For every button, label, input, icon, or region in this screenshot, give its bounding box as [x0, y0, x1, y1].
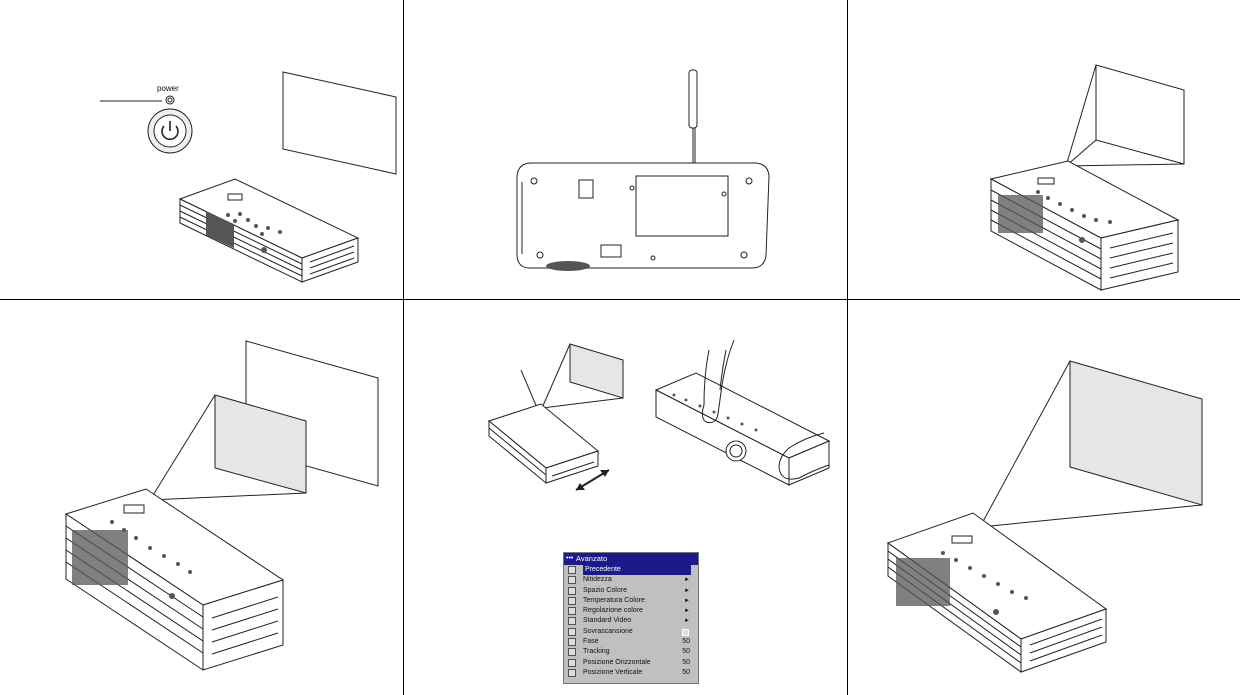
menu-item-label: Temperatura Colore [583, 597, 645, 604]
menu-item-label: Standard Video [583, 617, 631, 624]
menu-item-value: 50 [682, 637, 690, 647]
menu-item[interactable]: Regolazione colore ► [564, 606, 698, 616]
menu-item-value: 50 [682, 668, 690, 678]
menu-item-label: Fase [583, 638, 599, 645]
menu-title-bar: ••• Avanzato [564, 553, 698, 565]
menu-item[interactable]: Spazio Colore ► [564, 586, 698, 596]
tracking-icon [568, 648, 576, 656]
zoom-illustration [0, 300, 404, 695]
menu-title: Avanzato [576, 554, 607, 563]
menu-item[interactable]: Standard Video ► [564, 616, 698, 626]
menu-item-label: Sovrascansione [583, 628, 633, 635]
power-illustration [0, 0, 404, 300]
menu-item[interactable]: Sovrascansione [564, 627, 698, 637]
projector-drawing [180, 179, 358, 282]
menu-item-value: 50 [682, 647, 690, 657]
vertical-position-icon [568, 669, 576, 677]
menu-item-value: 50 [682, 658, 690, 668]
panel-power-on: power [0, 0, 404, 300]
panel-lamp-cover [404, 0, 848, 300]
submenu-arrow-icon: ► [684, 586, 690, 596]
color-adjust-icon [568, 607, 576, 615]
menu-item[interactable]: Tracking 50 [564, 647, 698, 657]
phase-icon [568, 638, 576, 646]
menu-item[interactable]: Precedente [564, 565, 698, 575]
menu-item[interactable]: Posizione Verticale 50 [564, 668, 698, 678]
menu-item-label: Posizione Verticale [583, 669, 642, 676]
submenu-arrow-icon: ► [684, 616, 690, 626]
panel-projection [848, 0, 1240, 300]
sharpness-icon [568, 576, 576, 584]
overscan-icon [568, 628, 576, 636]
power-label: power [157, 84, 179, 93]
panel-keystone [848, 300, 1240, 695]
submenu-arrow-icon: ► [684, 575, 690, 585]
menu-item-label: Nitidezza [583, 576, 612, 583]
menu-item[interactable]: Temperatura Colore ► [564, 596, 698, 606]
horizontal-position-icon [568, 659, 576, 667]
menu-item[interactable]: Nitidezza ► [564, 575, 698, 585]
menu-item-label: Regolazione colore [583, 607, 643, 614]
menu-item-label: Precedente [583, 565, 691, 575]
keystone-illustration [848, 300, 1240, 695]
menu-item[interactable]: Posizione Orizzontale 50 [564, 658, 698, 668]
menu-dots-icon: ••• [566, 553, 573, 565]
video-standard-icon [568, 617, 576, 625]
menu-item-label: Tracking [583, 648, 610, 655]
underside-illustration [404, 0, 848, 300]
menu-item-label: Spazio Colore [583, 587, 627, 594]
back-arrow-icon [568, 566, 576, 574]
menu-item-label: Posizione Orizzontale [583, 659, 651, 666]
thermometer-icon [568, 597, 576, 605]
submenu-arrow-icon: ► [684, 596, 690, 606]
submenu-arrow-icon: ► [684, 606, 690, 616]
panel-zoom [0, 300, 404, 695]
color-space-icon [568, 587, 576, 595]
menu-item[interactable]: Fase 50 [564, 637, 698, 647]
projection-illustration [848, 0, 1240, 300]
menu-item-checkbox[interactable] [682, 629, 689, 636]
